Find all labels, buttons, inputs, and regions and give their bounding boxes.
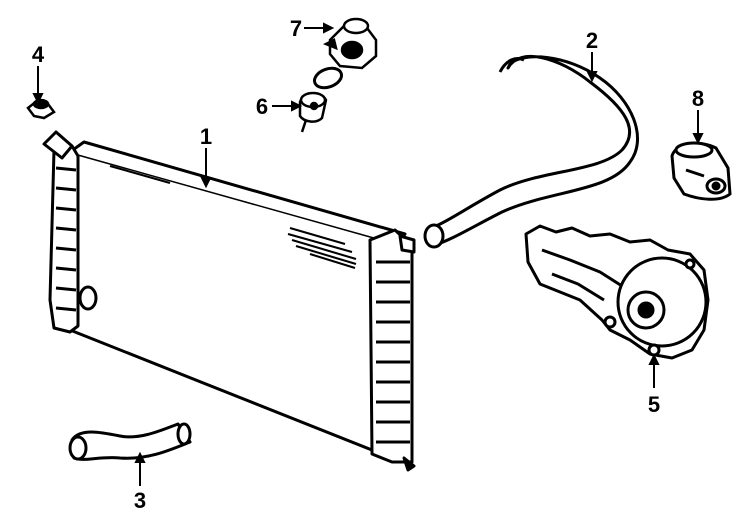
callout-7: 7 <box>290 16 302 41</box>
thermostat-gasket[interactable] <box>312 65 344 91</box>
radiator[interactable] <box>42 130 416 472</box>
callout-2: 2 <box>586 28 598 53</box>
thermostat[interactable] <box>298 91 328 133</box>
callout-6: 6 <box>256 94 268 119</box>
fan-clutch[interactable] <box>670 141 732 201</box>
callout-1: 1 <box>200 124 212 149</box>
radiator-cap[interactable] <box>26 98 56 120</box>
callout-4: 4 <box>32 42 45 67</box>
callout-5: 5 <box>648 392 660 417</box>
lower-hose[interactable] <box>68 422 192 461</box>
water-pump[interactable] <box>524 224 710 360</box>
leader-lines <box>32 22 704 486</box>
thermostat-housing[interactable] <box>322 17 378 70</box>
upper-hose[interactable] <box>423 54 640 249</box>
callout-3: 3 <box>134 488 146 512</box>
callout-8: 8 <box>692 86 704 111</box>
